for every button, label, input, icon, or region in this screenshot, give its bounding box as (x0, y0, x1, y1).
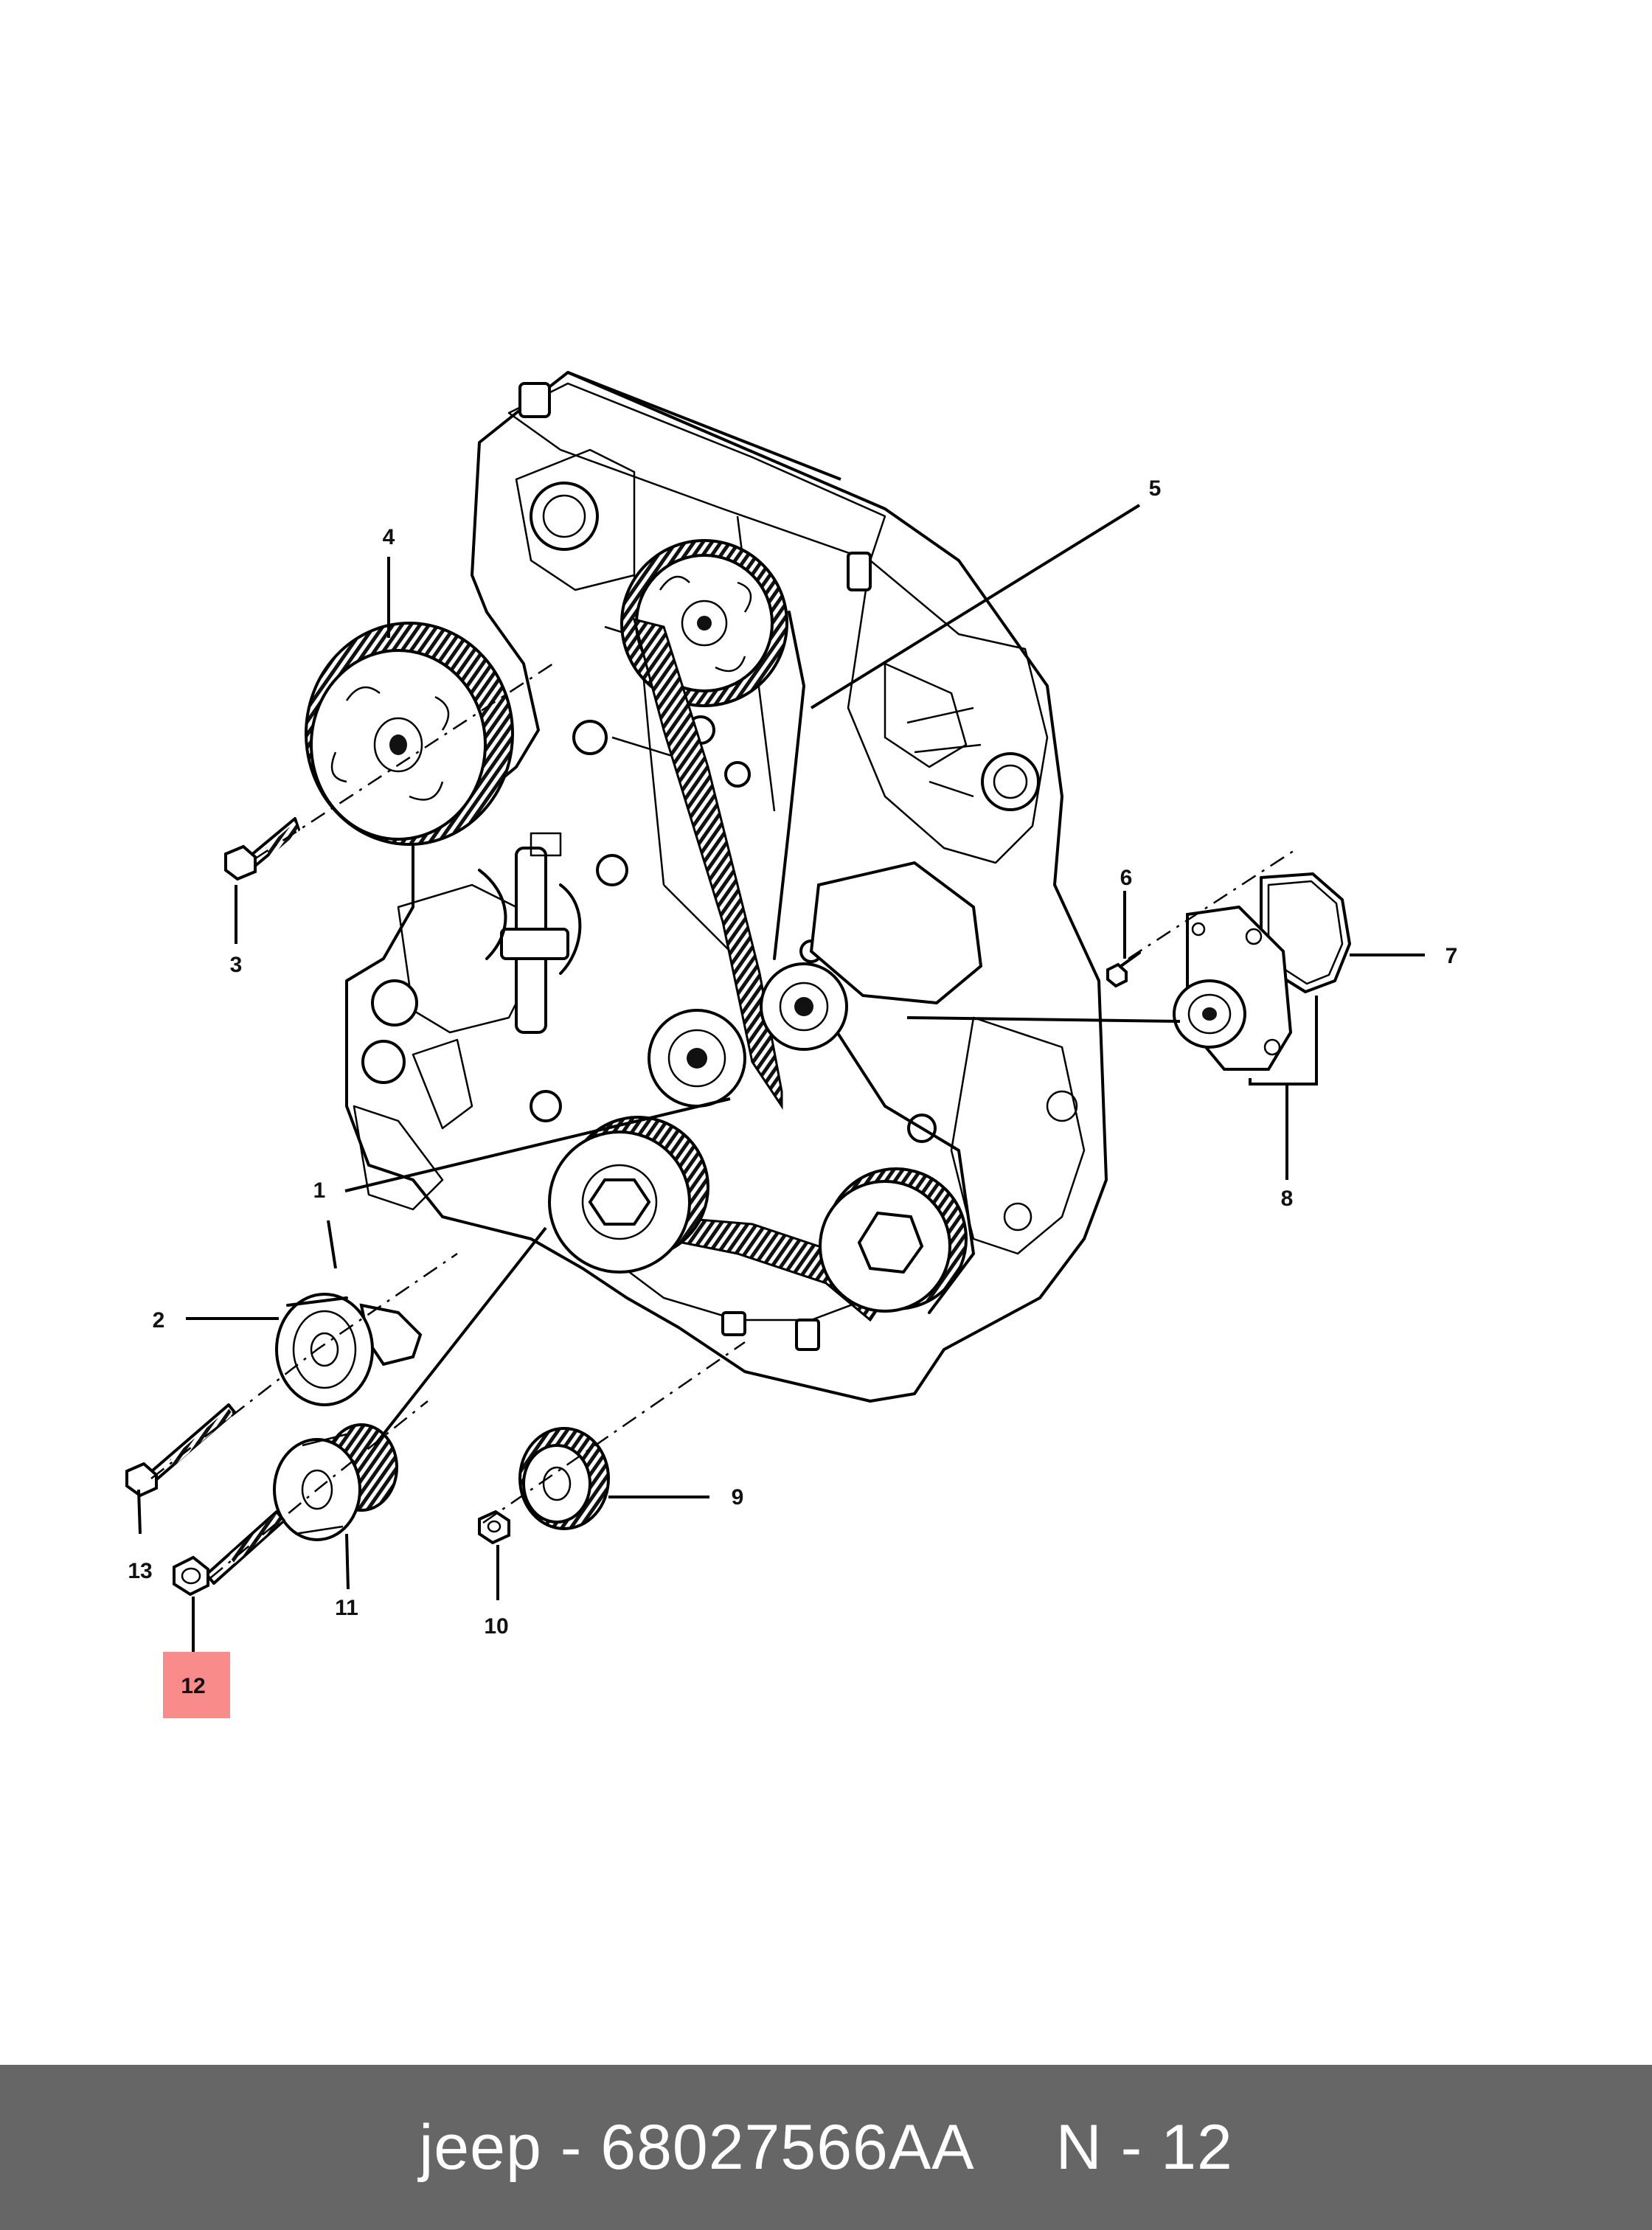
nut-part-10 (478, 1510, 510, 1545)
callout-6: 6 (1120, 866, 1133, 890)
assembly-centerlines (150, 662, 1299, 1579)
engine-water-pump (760, 861, 983, 1051)
highlighted-callout-box (163, 1652, 230, 1718)
callout-13: 13 (128, 1559, 152, 1583)
part-info-footer: jeep - 68027566AA N - 12 (0, 2065, 1652, 2230)
tensioner-pulley-part-2 (275, 1293, 423, 1406)
callout-11: 11 (335, 1596, 358, 1620)
callout-4: 4 (383, 525, 395, 549)
engine-idler-pulley (648, 1009, 746, 1108)
callout-reference: N - 12 (1055, 2111, 1233, 2183)
callout-8: 8 (1281, 1187, 1294, 1211)
brand-name: jeep (419, 2111, 542, 2183)
timing-belt-exploded-diagram: 1 2 3 4 5 6 7 8 9 10 11 12 13 (125, 371, 1457, 1718)
callout-3: 3 (230, 953, 243, 977)
callout-2: 2 (153, 1308, 165, 1333)
callout-9: 9 (732, 1485, 744, 1510)
part-info-text: jeep - 68027566AA N - 12 (419, 2111, 1233, 2184)
callout-5: 5 (1149, 476, 1162, 501)
part-number: 68027566AA (600, 2111, 975, 2183)
water-pump-part-8 (1173, 905, 1293, 1071)
bolt-part-6 (1106, 951, 1141, 988)
callout-7: 7 (1446, 944, 1458, 968)
leader-lines (137, 371, 1425, 1656)
camshaft-sprocket-part-4 (305, 622, 514, 846)
callout-12: 12 (181, 1674, 205, 1698)
long-bolt-part-13 (125, 1403, 236, 1498)
callout-labels: 1 2 3 4 5 6 7 8 9 10 11 12 13 (128, 476, 1457, 1698)
bolt-part-3 (224, 817, 300, 881)
engine-crankshaft-pulley (548, 1116, 709, 1274)
callout-1: 1 (313, 1178, 326, 1203)
callout-10: 10 (484, 1614, 508, 1639)
injection-pump-sprocket-part-9 (518, 1427, 610, 1530)
crankshaft-bolt-part-12 (173, 1510, 285, 1597)
engine-injection-pump-sprocket (819, 1167, 968, 1313)
separator: - (560, 2111, 583, 2183)
